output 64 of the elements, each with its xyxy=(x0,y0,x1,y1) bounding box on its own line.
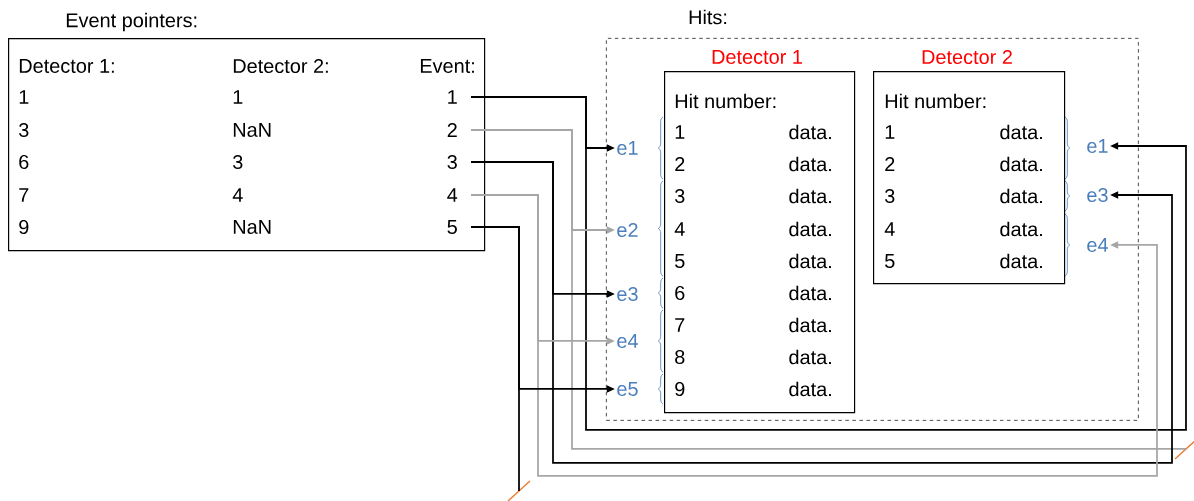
event-number: 1 xyxy=(448,90,457,104)
data-value: data. xyxy=(789,188,831,204)
event-number: 4 xyxy=(447,188,458,202)
data-value: data. xyxy=(1000,221,1042,237)
column-header: Detector 2: xyxy=(233,58,328,74)
detector-title: Detector 2 xyxy=(922,49,1012,65)
table-value: 3 xyxy=(233,154,243,170)
column-header: Event: xyxy=(420,59,474,73)
data-value: data. xyxy=(789,156,831,172)
data-value: data. xyxy=(789,349,831,365)
hit-number: 1 xyxy=(675,125,685,139)
table-value: 1 xyxy=(233,90,243,104)
table-value: 4 xyxy=(232,188,243,202)
hit-number: 4 xyxy=(674,222,685,236)
event-number: 2 xyxy=(447,123,457,137)
arrow xyxy=(470,161,1173,464)
hit-number: 3 xyxy=(675,188,685,204)
event-label: e1 xyxy=(1087,139,1108,153)
hit-number: 5 xyxy=(675,254,685,268)
hit-number: 2 xyxy=(885,157,895,171)
hit-number: 4 xyxy=(884,222,895,236)
event-label: e1 xyxy=(617,141,638,155)
table-value: 9 xyxy=(19,219,29,235)
event-number: 5 xyxy=(447,220,457,234)
data-value: data. xyxy=(1000,188,1042,204)
data-value: data. xyxy=(1000,156,1042,172)
column-header: Hit number: xyxy=(675,93,776,109)
data-value: data. xyxy=(789,253,831,269)
event-label: e2 xyxy=(617,222,638,238)
event-label: e4 xyxy=(617,334,638,348)
data-value: data. xyxy=(789,221,831,237)
column-header: Hit number: xyxy=(885,93,986,109)
event-label: e3 xyxy=(1087,187,1108,203)
table-value: 3 xyxy=(19,122,29,138)
hit-number: 3 xyxy=(885,188,895,204)
hit-number: 9 xyxy=(675,381,685,397)
arrow xyxy=(470,194,1158,477)
column-header: Detector 1: xyxy=(19,59,114,73)
data-value: data. xyxy=(789,124,831,140)
hit-number: 5 xyxy=(885,254,895,268)
data-value: data. xyxy=(789,317,831,333)
event-label: e3 xyxy=(617,286,638,302)
table-value: NaN xyxy=(233,220,271,234)
table-value: 7 xyxy=(19,188,29,202)
event-number: 3 xyxy=(447,154,457,170)
table-value: 1 xyxy=(19,90,29,104)
connector-line xyxy=(470,226,520,492)
table-value: 6 xyxy=(19,154,29,170)
table-title: Event pointers: xyxy=(66,12,197,32)
event-label: e4 xyxy=(1087,238,1108,252)
data-value: data. xyxy=(789,285,831,301)
break-mark xyxy=(507,480,531,501)
data-value: data. xyxy=(1000,124,1042,140)
data-value: data. xyxy=(1000,253,1042,269)
hit-number: 1 xyxy=(885,125,895,139)
hit-number: 2 xyxy=(675,157,685,171)
hit-number: 8 xyxy=(675,349,685,365)
box-title: Hits: xyxy=(689,9,727,25)
hit-number: 7 xyxy=(675,318,685,332)
table-value: NaN xyxy=(233,123,271,137)
data-value: data. xyxy=(789,381,831,397)
detector-title: Detector 1 xyxy=(712,50,802,64)
hit-number: 6 xyxy=(675,285,685,301)
event-label: e5 xyxy=(617,382,638,396)
